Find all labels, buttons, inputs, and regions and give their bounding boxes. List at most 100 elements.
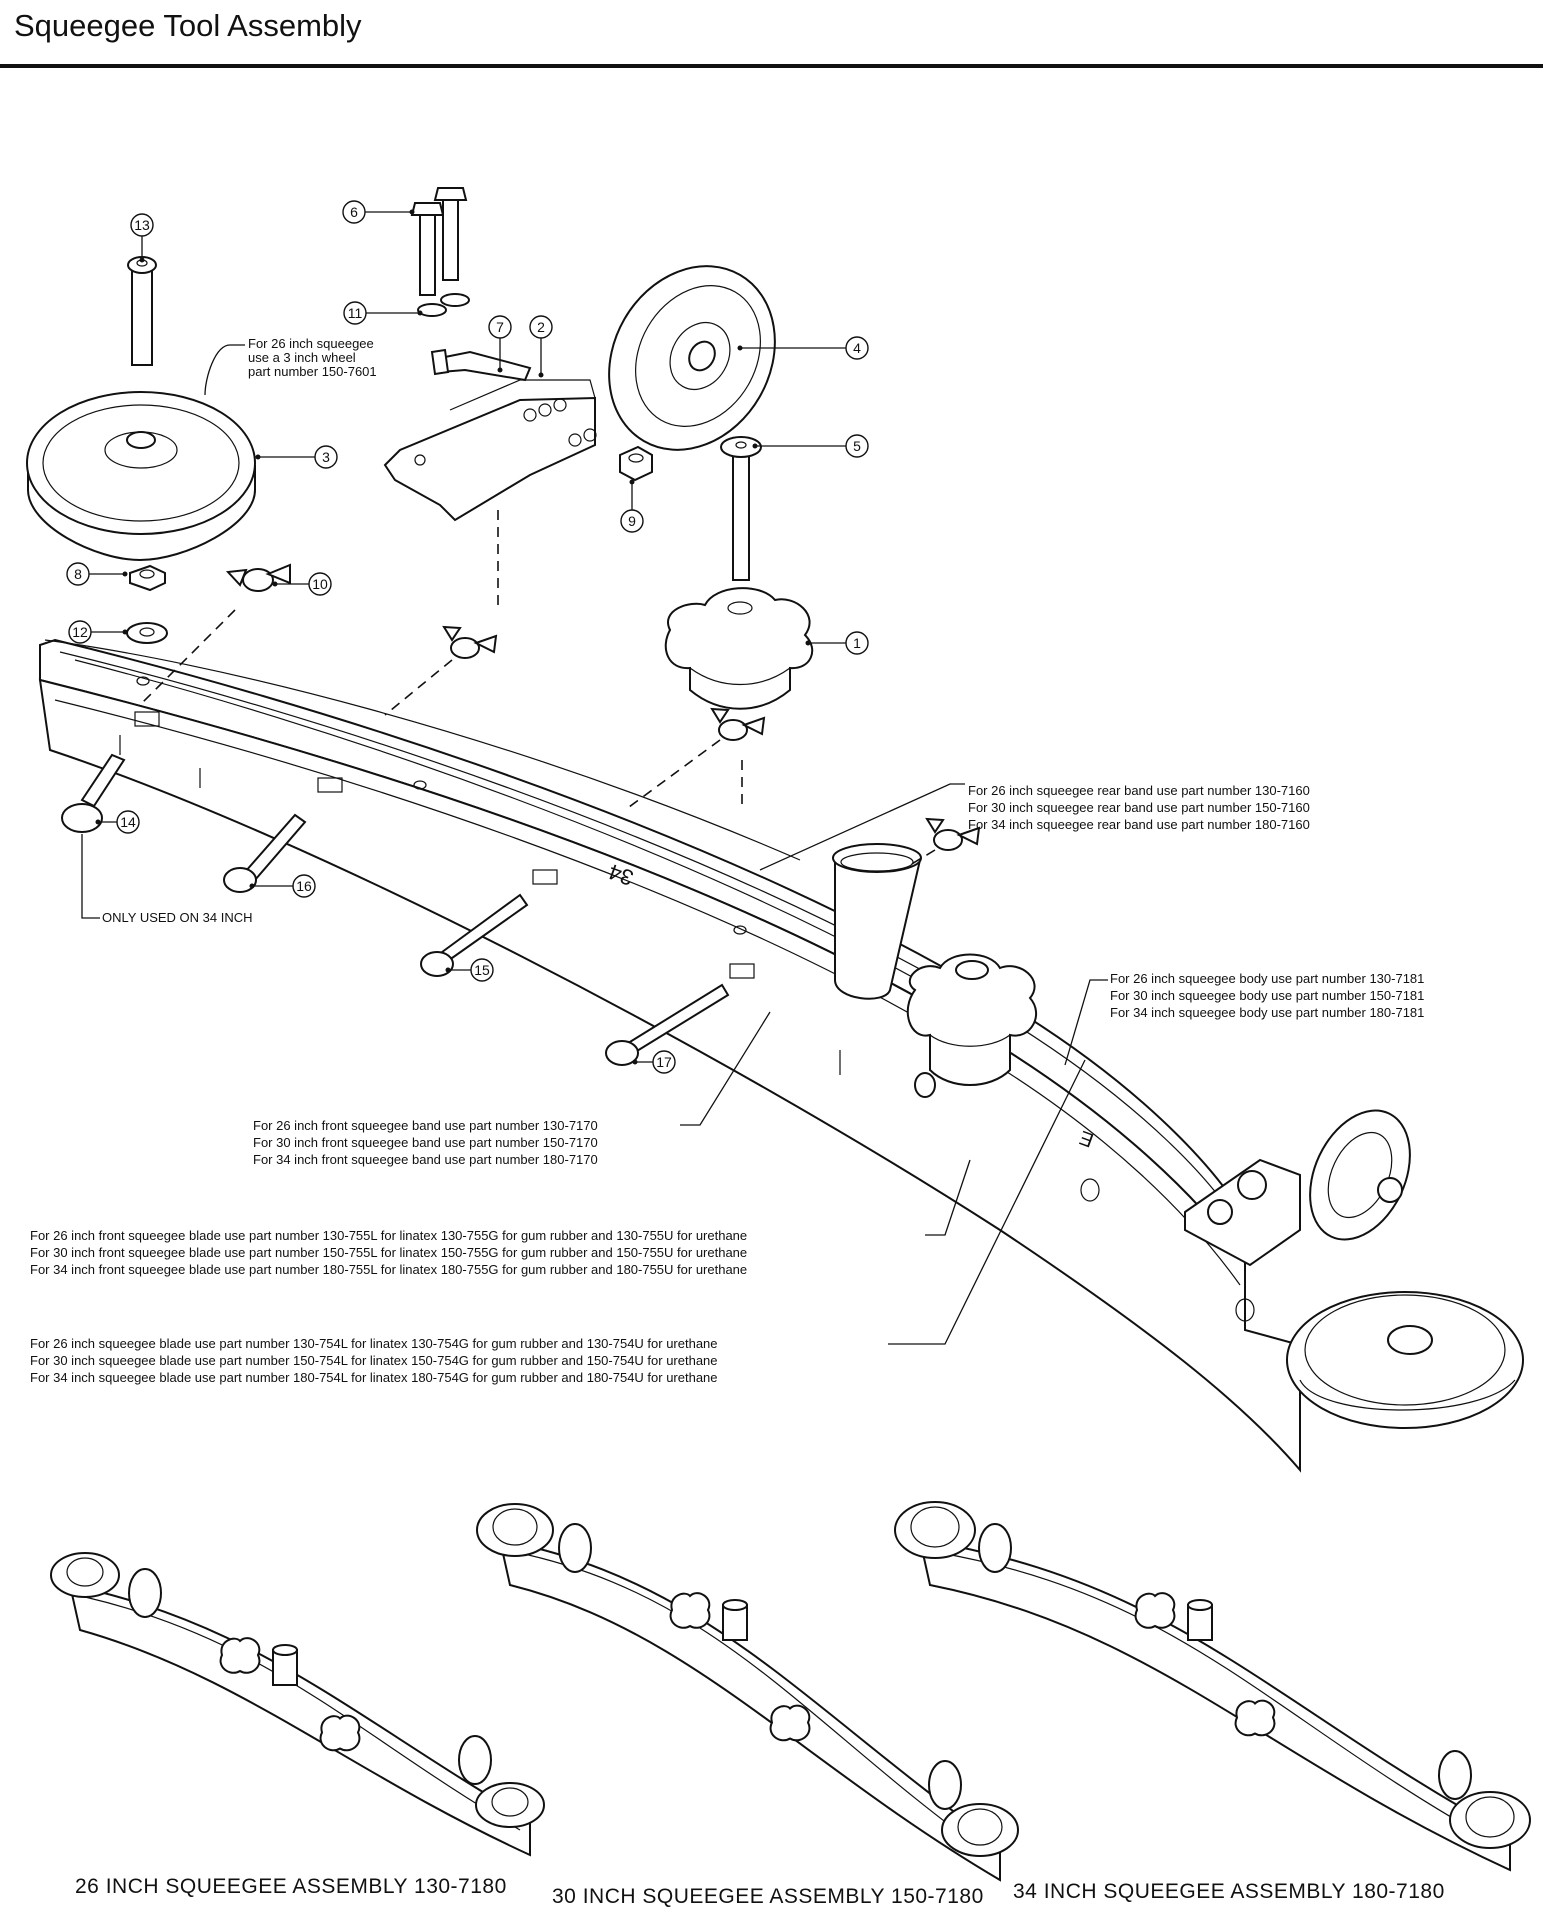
assembly-vacuum-rim — [722, 1599, 748, 1611]
pin-16 — [223, 813, 307, 893]
note-blade-line1: For 26 inch squeegee blade use part numb… — [30, 1336, 718, 1351]
callout-circle-9 — [620, 509, 644, 533]
note-front-blade-line1: For 26 inch front squeegee blade use par… — [30, 1228, 747, 1243]
callout-4: 4 — [737, 336, 869, 360]
note-blade-line3: For 34 inch squeegee blade use part numb… — [30, 1370, 718, 1385]
callout-6: 6 — [342, 200, 415, 224]
wing-nut-b — [710, 707, 766, 741]
assembly-wheel — [941, 1803, 1019, 1857]
assembly-wheel-hub — [491, 1787, 529, 1817]
callout-arrow-2 — [538, 372, 544, 378]
svg-text:For 26 inch squeegee blade use: For 26 inch squeegee blade use part numb… — [30, 1336, 718, 1385]
assembly-wheel-hub — [66, 1557, 104, 1587]
assembly-caster — [1438, 1750, 1472, 1800]
callout-number-3: 3 — [322, 449, 330, 465]
note-front-band-line1: For 26 inch front squeegee band use part… — [253, 1118, 598, 1133]
callout-circle-6 — [342, 200, 366, 224]
assembly-wheel-hub — [492, 1508, 538, 1546]
assembly-caster — [458, 1735, 492, 1785]
callout-number-9: 9 — [628, 513, 636, 529]
pin-14 — [61, 753, 126, 833]
callout-arrow-17 — [632, 1059, 638, 1065]
assembly-knob — [219, 1637, 261, 1674]
callout-circle-13 — [130, 213, 154, 237]
wing-nut-a — [442, 625, 498, 659]
note-blade: For 26 inch squeegee blade use part numb… — [30, 1059, 1086, 1385]
callout-number-15: 15 — [474, 962, 490, 978]
installed-knob — [906, 953, 1037, 1086]
callout-circle-5 — [845, 434, 869, 458]
knob-1 — [664, 587, 814, 710]
callout-number-2: 2 — [537, 319, 545, 335]
assembly-body — [68, 1583, 531, 1857]
callout-number-10: 10 — [312, 576, 328, 592]
callout-circle-11 — [343, 301, 367, 325]
assembly-wheel — [50, 1552, 120, 1598]
assembly-body — [498, 1538, 1001, 1882]
callout-circle-8 — [66, 562, 90, 586]
wing-nut-c — [925, 817, 981, 851]
callout-17: 17 — [632, 1050, 676, 1074]
washer-11b — [440, 293, 470, 307]
assembly-wheel-hub — [910, 1506, 960, 1548]
bolt-7 — [430, 348, 532, 382]
assembly-vacuum-rim — [1187, 1599, 1213, 1611]
assembly-line-wheel — [139, 609, 236, 706]
callout-number-16: 16 — [296, 878, 312, 894]
note-front-blade-line2: For 30 inch front squeegee blade use par… — [30, 1245, 747, 1260]
note-wheel-line1: For 26 inch squeegee — [248, 336, 374, 351]
installed-caster — [1184, 1109, 1411, 1267]
installed-wheel — [1286, 1291, 1524, 1429]
washer-12 — [126, 622, 168, 644]
callout-number-14: 14 — [120, 814, 136, 830]
callout-circle-12 — [68, 620, 92, 644]
note-only34-text: ONLY USED ON 34 INCH — [102, 910, 253, 925]
callout-arrow-11 — [417, 310, 423, 316]
wing-nut-10 — [225, 563, 291, 592]
caster-bracket-2 — [383, 379, 597, 522]
callout-2: 2 — [529, 315, 553, 378]
caption-34: 34 INCH SQUEEGEE ASSEMBLY 180-7180 — [1013, 1880, 1445, 1903]
wheel-part-3 — [26, 391, 256, 562]
assembly-caster — [558, 1523, 592, 1573]
callout-circle-4 — [845, 336, 869, 360]
callout-number-12: 12 — [72, 624, 88, 640]
assembly-vacuum-rim — [272, 1644, 298, 1656]
callout-arrow-14 — [95, 819, 101, 825]
note-front-band: For 26 inch front squeegee band use part… — [253, 1011, 771, 1167]
callout-12: 12 — [68, 620, 128, 644]
assembly-line-a — [384, 659, 453, 716]
note-body-line3: For 34 inch squeegee body use part numbe… — [1110, 1005, 1424, 1020]
callout-arrow-12 — [122, 629, 128, 635]
callout-number-17: 17 — [656, 1054, 672, 1070]
callout-1: 1 — [805, 631, 869, 655]
callout-arrow-9 — [629, 479, 635, 485]
callout-number-11: 11 — [348, 305, 363, 321]
callout-circle-7 — [488, 315, 512, 339]
page-title: Squeegee Tool Assembly — [14, 8, 362, 43]
callout-9: 9 — [620, 479, 644, 533]
note-front-blade: For 26 inch front squeegee blade use par… — [30, 1159, 971, 1277]
callout-11: 11 — [343, 301, 423, 325]
callout-circle-10 — [308, 572, 332, 596]
callout-circle-3 — [314, 445, 338, 469]
assembly-wheel — [475, 1782, 545, 1828]
note-body: For 26 inch squeegee body use part numbe… — [1064, 971, 1424, 1066]
assembly-wheel — [476, 1503, 554, 1557]
caption-30: 30 INCH SQUEEGEE ASSEMBLY 150-7180 — [552, 1885, 984, 1908]
assembly-wheel — [1449, 1791, 1531, 1849]
callout-circle-2 — [529, 315, 553, 339]
vacuum-port — [832, 843, 922, 1000]
note-rear-band-line2: For 30 inch squeegee rear band use part … — [968, 800, 1310, 815]
assembly-views — [50, 1501, 1531, 1882]
note-body-line2: For 30 inch squeegee body use part numbe… — [1110, 988, 1424, 1003]
nut-8 — [129, 564, 166, 592]
svg-text:For 26 inch squeegee rear band: For 26 inch squeegee rear band use part … — [968, 783, 1310, 832]
callout-arrow-15 — [445, 967, 451, 973]
callout-3: 3 — [255, 445, 338, 469]
note-body-line1: For 26 inch squeegee body use part numbe… — [1110, 971, 1424, 986]
callout-number-4: 4 — [853, 340, 861, 356]
